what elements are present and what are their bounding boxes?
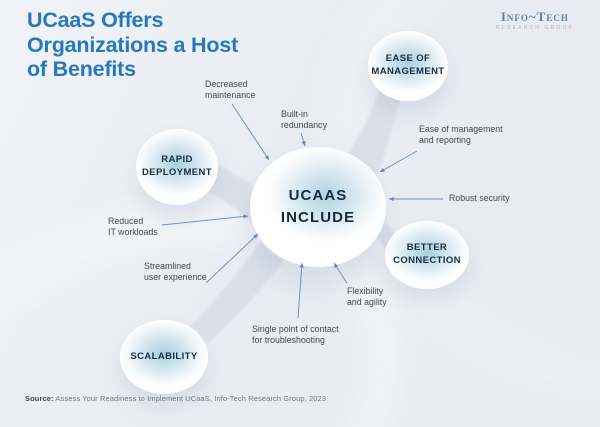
arrow-ease-of-management-reporting <box>379 150 418 173</box>
title-brand: UCaaS <box>27 8 96 32</box>
arrow-streamlined-user-experience <box>205 233 259 284</box>
bubble-ease-of-management: EASE OF MANAGEMENT <box>368 31 448 101</box>
benefit-label-reduced-it-workloads: Reduced IT workloads <box>108 216 158 238</box>
arrowhead-icon <box>389 196 394 202</box>
bubble-label: RAPID DEPLOYMENT <box>142 154 212 178</box>
arrowhead-icon <box>243 214 248 219</box>
arrow-decreased-maintenance <box>231 103 270 161</box>
bubble-label: BETTER CONNECTION <box>393 242 461 266</box>
arrowhead-icon <box>264 155 269 160</box>
source-text: Assess Your Readiness to Implement UCaaS… <box>53 394 327 403</box>
source-citation: Source: Assess Your Readiness to Impleme… <box>25 394 326 403</box>
source-prefix: Source: <box>25 394 54 403</box>
arrow-reduced-it-workloads <box>161 215 249 226</box>
benefit-label-ease-of-management-reporting: Ease of management and reporting <box>419 124 503 146</box>
title-rest: Offers Organizations a Host of Benefits <box>27 8 239 81</box>
benefit-label-built-in-redundancy: Built-in redundancy <box>281 109 327 131</box>
bubble-scalability: SCALABILITY <box>120 320 208 394</box>
page-title: UCaaS Offers Organizations a Host of Ben… <box>27 8 259 82</box>
infotech-logo: Info~Tech RESEARCH GROUP <box>496 10 574 31</box>
logo-subtitle: RESEARCH GROUP <box>495 25 574 31</box>
logo-wordmark: Info~Tech <box>500 9 569 24</box>
arrow-single-point-of-contact <box>297 262 303 319</box>
benefit-label-single-point-of-contact: Single point of contact for troubleshoot… <box>252 324 339 346</box>
center-bubble-label: UCAAS INCLUDE <box>280 187 356 226</box>
arrow-flexibility-agility <box>333 262 348 284</box>
benefit-label-flexibility-agility: Flexibility and agility <box>347 286 387 308</box>
arrowhead-icon <box>380 167 385 172</box>
bubble-better-connection: BETTER CONNECTION <box>385 221 469 289</box>
bubble-label: EASE OF MANAGEMENT <box>371 53 445 77</box>
bubble-rapid-deployment: RAPID DEPLOYMENT <box>136 129 218 205</box>
background-swirl <box>0 130 465 427</box>
benefit-label-robust-security: Robust security <box>449 193 510 203</box>
benefit-label-streamlined-user-experience: Streamlined user experience <box>144 261 207 283</box>
arrowhead-icon <box>301 141 306 146</box>
benefit-label-decreased-maintenance: Decreased maintenance <box>205 79 256 101</box>
bubble-label: SCALABILITY <box>130 350 198 362</box>
center-bubble-ucaas-include: UCAAS INCLUDE <box>250 147 386 267</box>
arrow-built-in-redundancy <box>300 132 306 147</box>
